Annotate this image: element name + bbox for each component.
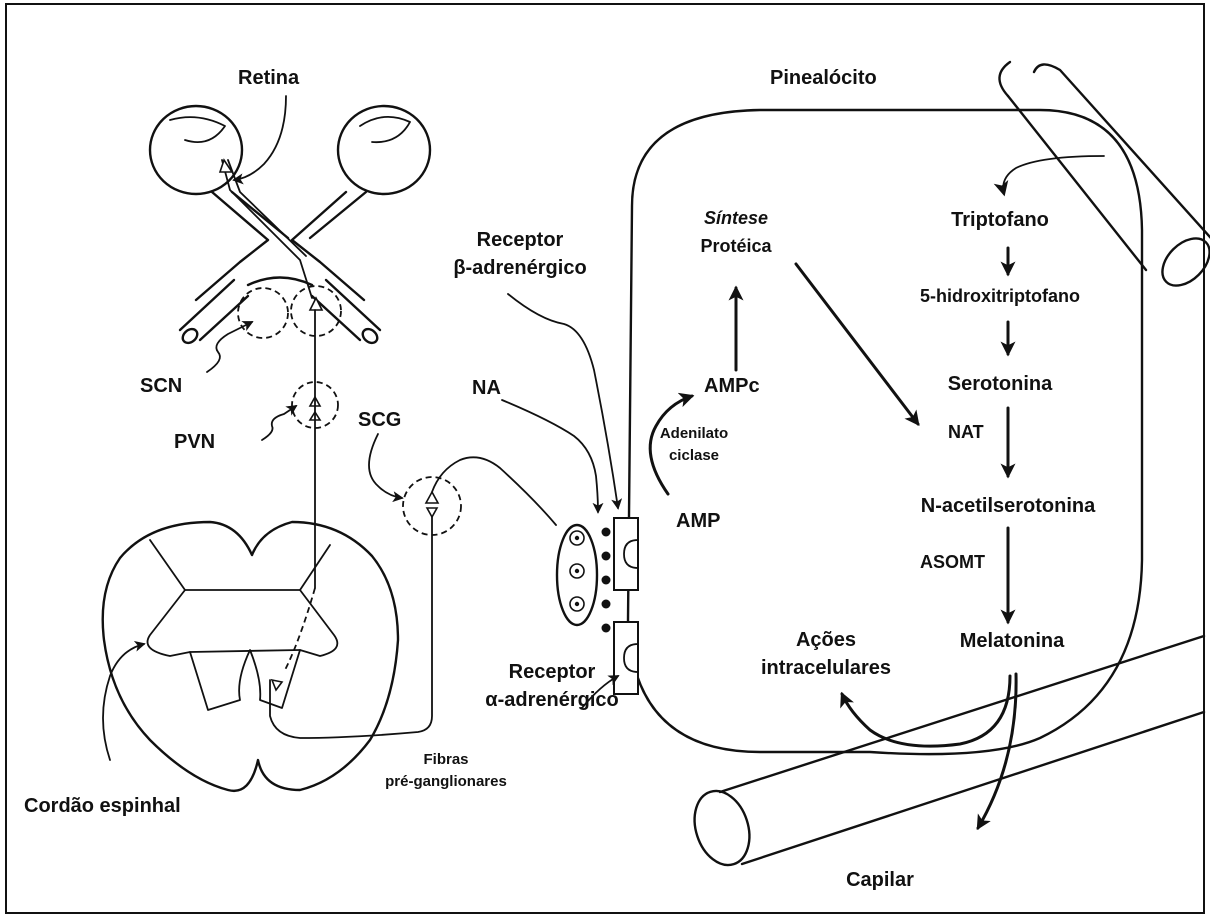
label-asomt: ASOMT [920, 552, 985, 572]
scn-nucleus-left [238, 288, 288, 338]
label-serotonin: Serotonina [948, 373, 1053, 395]
right-eye [338, 106, 430, 194]
spinal-cord [103, 522, 398, 791]
label-nat: NAT [948, 422, 984, 442]
label-retina: Retina [238, 67, 300, 89]
label-alpha-receptor-line1: Receptor [509, 661, 596, 683]
label-melatonin: Melatonina [960, 630, 1065, 652]
scn-nucleus-right [291, 286, 341, 336]
noradrenaline-dots [602, 528, 611, 633]
label-pinealocyte: Pinealócito [770, 67, 877, 89]
label-pvn: PVN [174, 431, 215, 453]
label-tryptophan: Triptofano [951, 209, 1049, 231]
label-protein-line1: Síntese [704, 208, 768, 228]
label-alpha-receptor-line2: α-adrenérgico [485, 689, 618, 711]
label-amp: AMP [676, 510, 720, 532]
label-actions-line2: intracelulares [761, 657, 891, 679]
postganglionic-fiber [432, 457, 556, 525]
label-spinal-cord: Cordão espinhal [24, 795, 181, 817]
upper-capillary [999, 62, 1210, 295]
label-protein-line2: Protéica [700, 236, 772, 256]
label-acetylserotonin: N-acetilserotonina [921, 495, 1096, 517]
label-adenylate-line2: ciclase [669, 447, 719, 464]
label-scg: SCG [358, 409, 401, 431]
alpha-receptor-box [614, 622, 638, 694]
label-fibers-line2: pré-ganglionares [385, 773, 507, 790]
label-beta-receptor-line1: Receptor [477, 229, 564, 251]
eyes-optic-chiasm [150, 106, 430, 346]
label-na: NA [472, 377, 501, 399]
label-actions-line1: Ações [796, 629, 856, 651]
label-ampc: AMPc [704, 375, 760, 397]
label-scn: SCN [140, 375, 182, 397]
label-hydroxytryptophan: 5-hidroxitriptofano [920, 286, 1080, 306]
preganglionic-fiber [270, 517, 432, 738]
label-adenylate-line1: Adenilato [660, 425, 728, 442]
label-capillary: Capilar [846, 869, 914, 891]
label-beta-receptor-line2: β-adrenérgico [453, 257, 586, 279]
beta-receptor-box [614, 518, 638, 590]
label-fibers-line1: Fibras [423, 751, 468, 768]
